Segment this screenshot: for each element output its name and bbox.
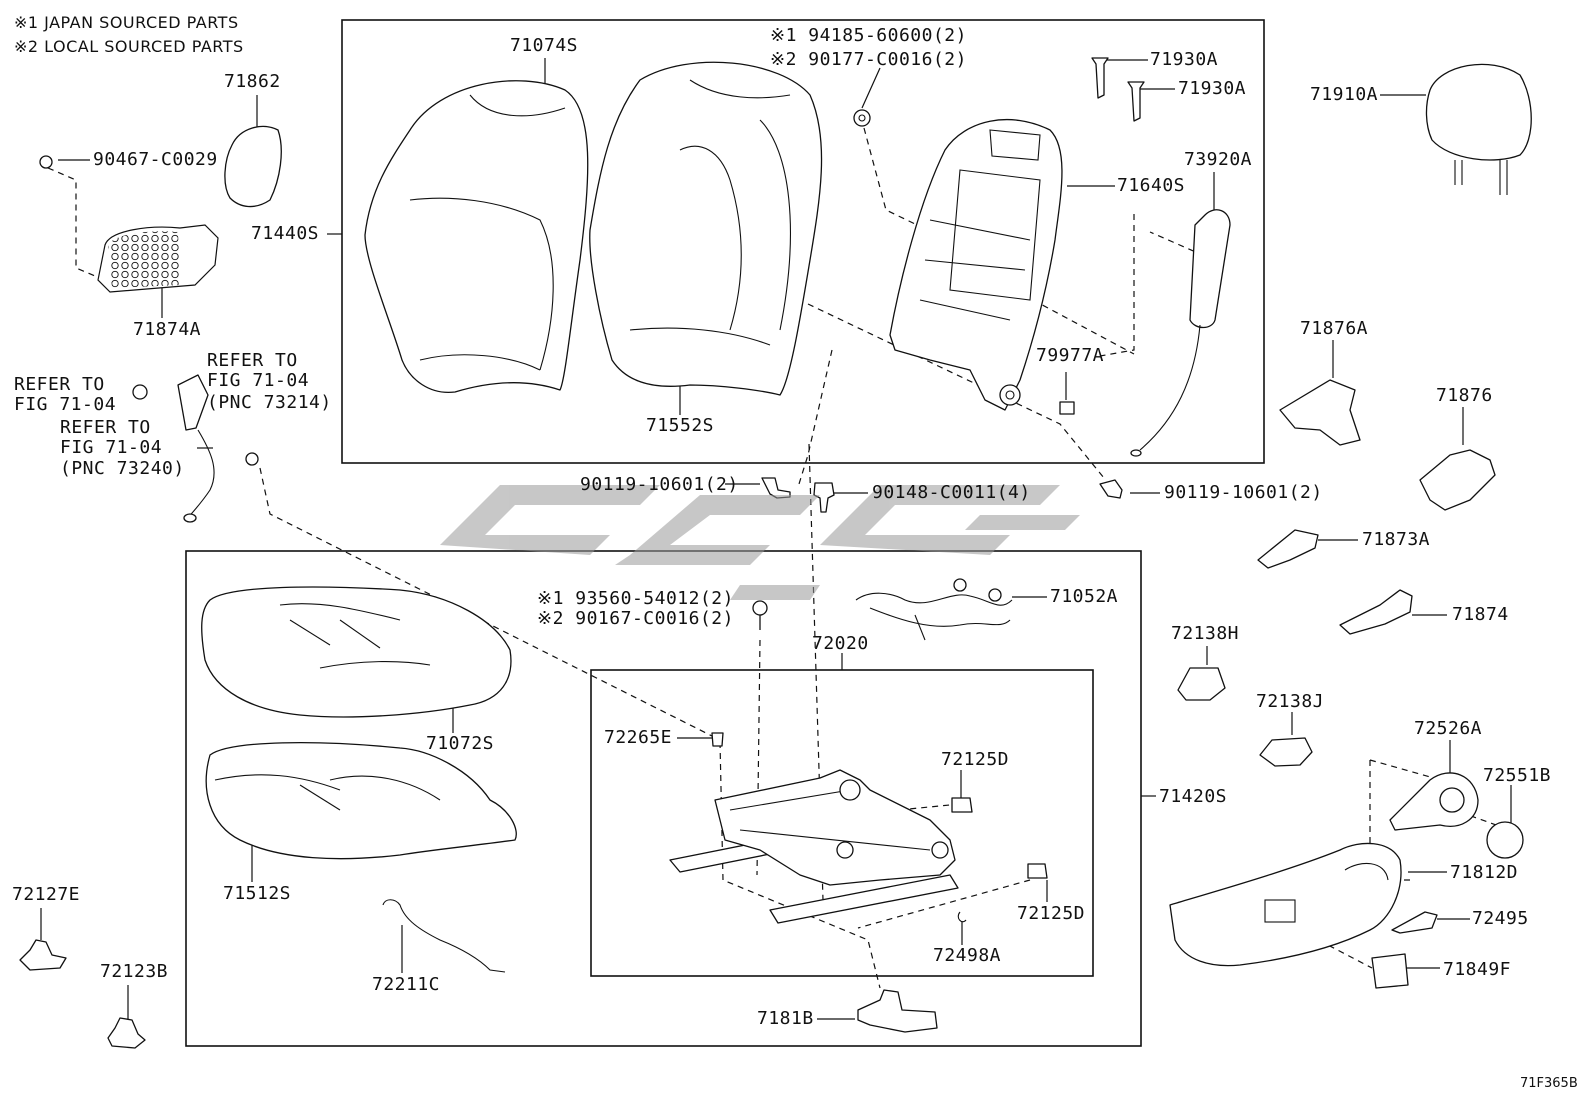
bolt-90119-left [761, 477, 791, 499]
pins-71930A [1091, 57, 1145, 122]
label-71420S: 71420S [1159, 786, 1228, 807]
label-72127E: 72127E [12, 884, 81, 905]
label-refer-to-2c: (PNC 73214) [207, 392, 332, 413]
label-72138H: 72138H [1171, 623, 1240, 644]
label-71910A: 71910A [1310, 84, 1379, 105]
bolt-93560 [752, 600, 768, 630]
figure-code: 71F365B [1520, 1076, 1578, 1091]
seatback-cover-71074S [364, 80, 589, 394]
label-71512S: 71512S [223, 883, 292, 904]
lumbar-cable-73920A [1130, 209, 1231, 457]
label-7181B: 7181B [757, 1008, 814, 1029]
knob-72138J [1259, 737, 1313, 767]
headrest-71910A [1425, 63, 1532, 195]
trim-71849F [1371, 953, 1409, 989]
label-90119-10601-left: 90119-10601(2) [580, 474, 739, 495]
side-shield-71812D [1169, 842, 1402, 967]
label-71873A: 71873A [1362, 529, 1431, 550]
label-71876A: 71876A [1300, 318, 1369, 339]
connector-72125D-2 [1027, 863, 1048, 879]
seat-track-72020 [669, 769, 959, 924]
label-72125D-2: 72125D [1017, 903, 1086, 924]
label-90119-10601-right: 90119-10601(2) [1164, 482, 1323, 503]
label-93560-54012: ※1 93560-54012(2) [537, 588, 734, 609]
mesh-cover-71874A [97, 224, 219, 293]
label-72138J: 72138J [1256, 691, 1325, 712]
label-72551B: 72551B [1483, 765, 1552, 786]
label-71072S: 71072S [426, 733, 495, 754]
label-71440S: 71440S [251, 223, 320, 244]
label-71849F: 71849F [1443, 959, 1512, 980]
label-71074S: 71074S [510, 35, 579, 56]
clip-72265E [711, 732, 724, 747]
note-local-sourced: ※2 LOCAL SOURCED PARTS [14, 37, 244, 56]
label-71874A: 71874A [133, 319, 202, 340]
seatback-pad-71552S [589, 61, 823, 396]
label-71812D: 71812D [1450, 862, 1519, 883]
trim-71873A [1257, 529, 1319, 569]
label-94185-60600: ※1 94185-60600(2) [770, 25, 967, 46]
seatback-group-box [341, 19, 1265, 464]
nut-94185 [853, 109, 871, 127]
knob-72138H [1177, 667, 1226, 701]
connector-72125D-1 [951, 797, 973, 813]
note-japan-sourced: ※1 JAPAN SOURCED PARTS [14, 13, 239, 32]
label-71552S: 71552S [646, 415, 715, 436]
label-71640S: 71640S [1117, 175, 1186, 196]
clip-72123B [107, 1017, 146, 1049]
label-71862: 71862 [224, 71, 281, 92]
bolt-90119-right [1099, 479, 1123, 499]
bracket-7181B [857, 989, 938, 1033]
trim-71874 [1339, 589, 1413, 635]
label-90177-C0016: ※2 90177-C0016(2) [770, 49, 967, 70]
trim-71876 [1419, 449, 1496, 511]
label-72265E: 72265E [604, 727, 673, 748]
label-73920A: 73920A [1184, 149, 1253, 170]
trim-72495 [1391, 911, 1438, 934]
bezel-72526A [1389, 772, 1479, 831]
label-71874: 71874 [1452, 604, 1509, 625]
label-refer-to-1a: REFER TO [14, 374, 105, 395]
label-refer-to-3c: (PNC 73240) [60, 458, 185, 479]
clip-90467 [39, 155, 53, 169]
label-72498A: 72498A [933, 945, 1002, 966]
label-72495: 72495 [1472, 908, 1529, 929]
leader-lines [40, 58, 1512, 1020]
label-refer-to-3a: REFER TO [60, 417, 151, 438]
knob-72551B [1486, 821, 1524, 859]
cushion-cover-71072S [201, 586, 512, 718]
label-71930A-1: 71930A [1150, 49, 1219, 70]
side-cover-71862 [224, 125, 282, 208]
label-90148-C0011: 90148-C0011(4) [872, 482, 1031, 503]
label-90467-C0029: 90467-C0029 [93, 149, 218, 170]
label-71930A-2: 71930A [1178, 78, 1247, 99]
label-72125D-1: 72125D [941, 749, 1010, 770]
label-72526A: 72526A [1414, 718, 1483, 739]
label-79977A: 79977A [1036, 345, 1105, 366]
harness-71052A [855, 578, 1013, 641]
buckle-assembly [132, 374, 259, 523]
label-sticker-79977A [1059, 401, 1075, 415]
clip-72498A [957, 911, 967, 923]
trim-71876A [1279, 379, 1361, 446]
label-72123B: 72123B [100, 961, 169, 982]
label-72020: 72020 [812, 633, 869, 654]
label-refer-to-1b: FIG 71-04 [14, 394, 117, 415]
label-refer-to-2a: REFER TO [207, 350, 298, 371]
seatback-frame-71640S [889, 118, 1063, 411]
clip-72127E [19, 939, 67, 971]
label-refer-to-2b: FIG 71-04 [207, 370, 310, 391]
wire-72211C [382, 899, 506, 973]
label-71876: 71876 [1436, 385, 1493, 406]
label-refer-to-3b: FIG 71-04 [60, 437, 163, 458]
label-90167-C0016: ※2 90167-C0016(2) [537, 608, 734, 629]
label-72211C: 72211C [372, 974, 441, 995]
watermark-logo [440, 485, 1080, 600]
cushion-pad-71512S [205, 742, 517, 860]
label-71052A: 71052A [1050, 586, 1119, 607]
